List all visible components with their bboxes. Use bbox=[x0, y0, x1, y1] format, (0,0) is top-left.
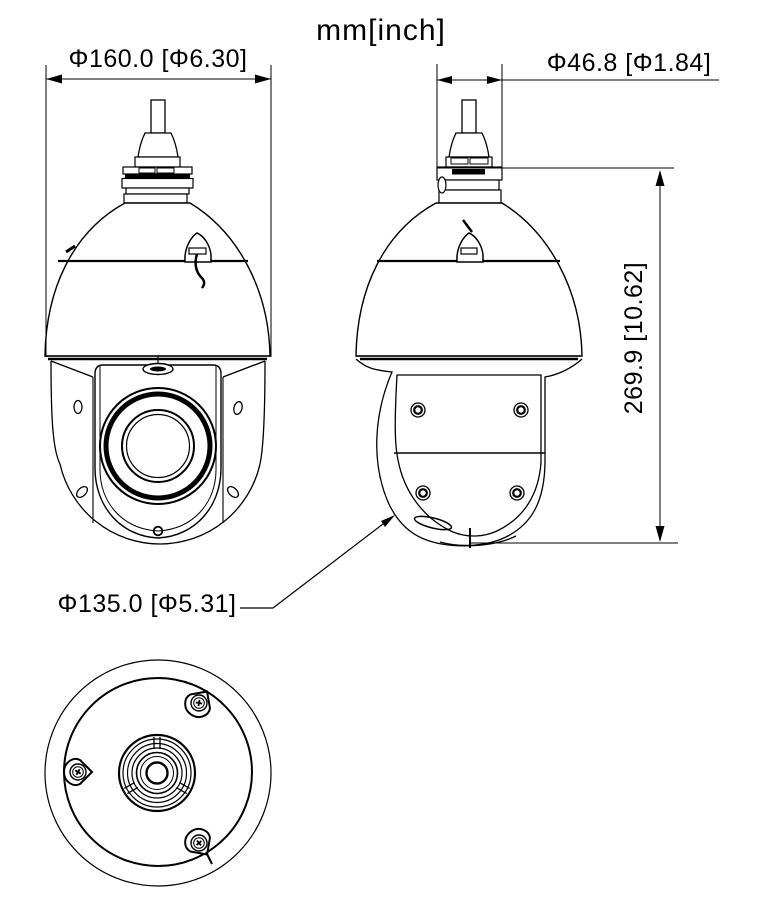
side-shell-outline-right bbox=[439, 358, 583, 547]
front-diameter-dimension: Φ160.0 [Φ6.30] bbox=[45, 45, 272, 357]
hub-divider bbox=[153, 737, 161, 749]
side-conduit-stem bbox=[461, 99, 477, 134]
front-ir-led-hole bbox=[226, 485, 240, 499]
side-yoke-panel bbox=[394, 374, 542, 537]
neck-diameter-dimension: Φ46.8 [Φ1.84] bbox=[436, 49, 719, 168]
front-bottom-screw bbox=[152, 525, 164, 537]
bottom-screw-tail bbox=[205, 851, 213, 865]
front-mount-collar bbox=[121, 156, 194, 204]
bottom-outer-rim bbox=[44, 659, 272, 887]
front-latch-tab bbox=[184, 232, 212, 289]
front-conduit-stem bbox=[150, 99, 166, 134]
front-diameter-text: Φ160.0 [Φ6.30] bbox=[69, 45, 248, 73]
side-mount-collar bbox=[436, 156, 503, 204]
front-dome-edge-mark bbox=[65, 244, 76, 254]
side-latch-tab bbox=[456, 219, 484, 263]
side-gland-detail bbox=[437, 176, 447, 194]
height-text: 269.9 [10.62] bbox=[620, 262, 648, 414]
bottom-mount-screw-left bbox=[62, 758, 94, 786]
phillips-slot bbox=[74, 768, 82, 776]
front-right-wing bbox=[222, 360, 266, 523]
bottom-view bbox=[44, 659, 272, 887]
front-lens bbox=[99, 387, 217, 505]
front-lens-housing bbox=[94, 364, 222, 539]
drawing-units-title: mm[inch] bbox=[316, 14, 446, 47]
bottom-hub bbox=[117, 733, 197, 813]
leader-arrowhead bbox=[381, 515, 395, 527]
base-diameter-label: Φ135.0 [Φ5.31] bbox=[58, 515, 395, 618]
side-dome-housing bbox=[355, 202, 583, 357]
phillips-slot bbox=[195, 699, 203, 707]
neck-diameter-text: Φ46.8 [Φ1.84] bbox=[547, 49, 712, 77]
front-left-wing bbox=[50, 360, 94, 523]
front-view bbox=[44, 99, 271, 545]
hub-divider bbox=[175, 781, 191, 795]
side-bottom-slot bbox=[413, 515, 453, 531]
bottom-mount-screw-bottom-right bbox=[184, 828, 211, 856]
phillips-slot bbox=[195, 839, 203, 847]
front-ir-led-hole bbox=[73, 399, 83, 415]
leader-line bbox=[240, 523, 384, 609]
base-diameter-text: Φ135.0 [Φ5.31] bbox=[58, 590, 237, 618]
front-lens-housing-inner bbox=[99, 365, 217, 532]
height-dimension: 269.9 [10.62] bbox=[437, 167, 678, 544]
side-panel-screws bbox=[410, 402, 529, 501]
front-ir-led-hole bbox=[75, 485, 89, 499]
bottom-mount-screw-top-right bbox=[184, 690, 211, 718]
front-dome-housing bbox=[44, 202, 271, 357]
front-ir-led-hole bbox=[233, 400, 243, 416]
front-body-outline bbox=[59, 463, 261, 545]
side-view bbox=[355, 99, 583, 548]
front-pivot bbox=[142, 356, 174, 376]
side-cable-gland bbox=[448, 132, 490, 158]
hub-divider bbox=[123, 781, 139, 795]
front-cable-gland bbox=[137, 132, 179, 158]
